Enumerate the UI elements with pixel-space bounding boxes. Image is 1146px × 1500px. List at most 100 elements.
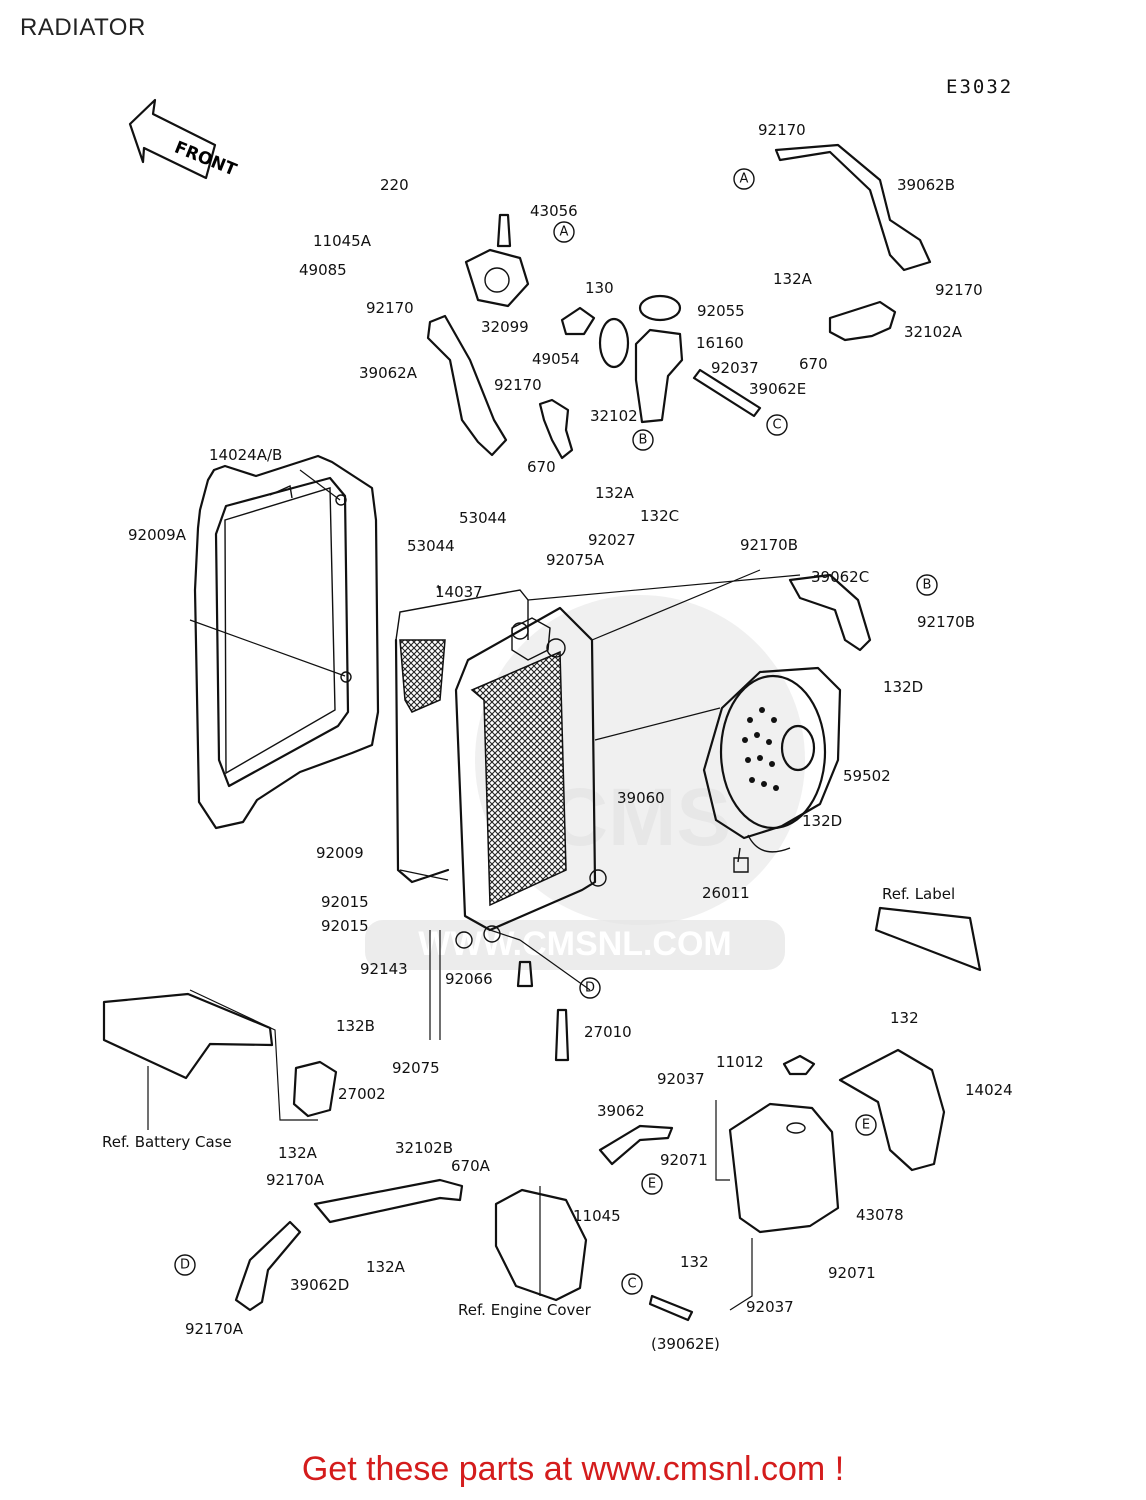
callout-label: B [639, 433, 648, 448]
part-label: 92075A [546, 551, 605, 569]
part-label: 92071 [828, 1264, 876, 1282]
radiator-core [454, 606, 607, 949]
part-label: 92170B [740, 536, 798, 554]
front-label: FRONT [172, 138, 240, 181]
part-label: 32102B [395, 1139, 453, 1157]
part-label: 39062D [290, 1276, 349, 1294]
callout-e-2 [641, 1173, 663, 1195]
callout-label: E [862, 1118, 870, 1133]
part-label: 59502 [843, 767, 891, 785]
callout-label: B [923, 578, 932, 593]
part-label: 26011 [702, 884, 750, 902]
part-label: 132D [883, 678, 923, 696]
part-label: 132A [366, 1258, 406, 1276]
part-label: 92170 [758, 121, 806, 139]
part-label: 92009 [316, 844, 364, 862]
ref-engine-cover-text: Ref. Engine Cover [458, 1301, 592, 1319]
part-label: 11012 [716, 1053, 764, 1071]
part-label: 92170B [917, 613, 975, 631]
callout-label: E [648, 1177, 656, 1192]
part-label: 92055 [697, 302, 745, 320]
part-label: 92066 [445, 970, 493, 988]
reservoir-tank [728, 1048, 946, 1234]
part-label: 92037 [711, 359, 759, 377]
radiator-shroud [193, 454, 380, 830]
part-label: 92037 [657, 1070, 705, 1088]
part-label: 39062 [597, 1102, 645, 1120]
part-label: 92170 [494, 376, 542, 394]
diagram-code: E3032 [946, 76, 1014, 98]
part-label: 132A [773, 270, 813, 288]
part-label: 39062A [359, 364, 418, 382]
part-label: 27010 [584, 1023, 632, 1041]
part-label: 49085 [299, 261, 347, 279]
callout-a-1 [733, 168, 755, 190]
part-label: 132A [595, 484, 635, 502]
part-label: 11045 [573, 1207, 621, 1225]
part-label: 92071 [660, 1151, 708, 1169]
part-label: 39062C [811, 568, 869, 586]
page-title: RADIATOR [20, 14, 146, 41]
part-label: 130 [585, 279, 614, 297]
ref-battery-case-text: Ref. Battery Case [102, 1133, 232, 1151]
part-label: 92015 [321, 917, 369, 935]
callout-b-2 [916, 574, 938, 596]
part-label: 39062E [749, 380, 806, 398]
part-label: 14024A/B [209, 446, 282, 464]
part-label: 49054 [532, 350, 580, 368]
part-label: 92170A [185, 1320, 244, 1338]
part-label: 92170A [266, 1171, 325, 1189]
watermark-text: WWW.CMSNL.COM [418, 925, 732, 963]
promo-banner[interactable]: Get these parts at www.cmsnl.com ! [301, 1450, 845, 1488]
part-label: 670 [527, 458, 556, 476]
part-label: 92027 [588, 531, 636, 549]
brackets-bolts [102, 906, 982, 1302]
callout-label: C [627, 1277, 636, 1292]
part-label: 132C [640, 507, 679, 525]
callout-circles: A A B B C C D D E E [174, 168, 938, 1295]
part-label: 92009A [128, 526, 187, 544]
callout-label: D [585, 981, 595, 996]
part-label: 132B [336, 1017, 375, 1035]
callout-d-1 [579, 977, 601, 999]
front-arrow-icon: FRONT [128, 98, 240, 181]
part-label: 11045A [313, 232, 372, 250]
callout-d-2 [174, 1254, 196, 1276]
part-label: 39062B [897, 176, 955, 194]
hoses [234, 143, 932, 1322]
part-label: 53044 [459, 509, 507, 527]
part-label: 32099 [481, 318, 529, 336]
part-label: 670A [451, 1157, 491, 1175]
part-label: 92170 [935, 281, 983, 299]
part-label: 132 [890, 1009, 919, 1027]
part-label: 132A [278, 1144, 318, 1162]
part-label: 14037 [435, 583, 483, 601]
part-label: 92170 [366, 299, 414, 317]
part-label: 16160 [696, 334, 744, 352]
part-label: 220 [380, 176, 409, 194]
callout-b-1 [632, 429, 654, 451]
part-label: 43078 [856, 1206, 904, 1224]
callout-e-1 [855, 1114, 877, 1136]
part-label: 32102A [904, 323, 963, 341]
callout-c-1 [766, 414, 788, 436]
part-label: 92015 [321, 893, 369, 911]
callout-c-2 [621, 1273, 643, 1295]
callout-label: A [740, 172, 749, 187]
ref-label-text: Ref. Label [882, 885, 955, 903]
part-label: 670 [799, 355, 828, 373]
callout-label: C [772, 418, 781, 433]
callout-label: D [180, 1258, 190, 1273]
part-label: (39062E) [651, 1335, 720, 1353]
radiator-screen [394, 589, 529, 884]
part-label: 14024 [965, 1081, 1013, 1099]
part-label: 32102 [590, 407, 638, 425]
part-label: 53044 [407, 537, 455, 555]
callout-label: A [560, 225, 569, 240]
thermostat-housing [464, 213, 684, 460]
part-label: 27002 [338, 1085, 386, 1103]
part-label: 92143 [360, 960, 408, 978]
part-labels: 92170 39062B 220 43056 11045A 130 92055 … [128, 121, 1013, 1353]
part-label: 92037 [746, 1298, 794, 1316]
